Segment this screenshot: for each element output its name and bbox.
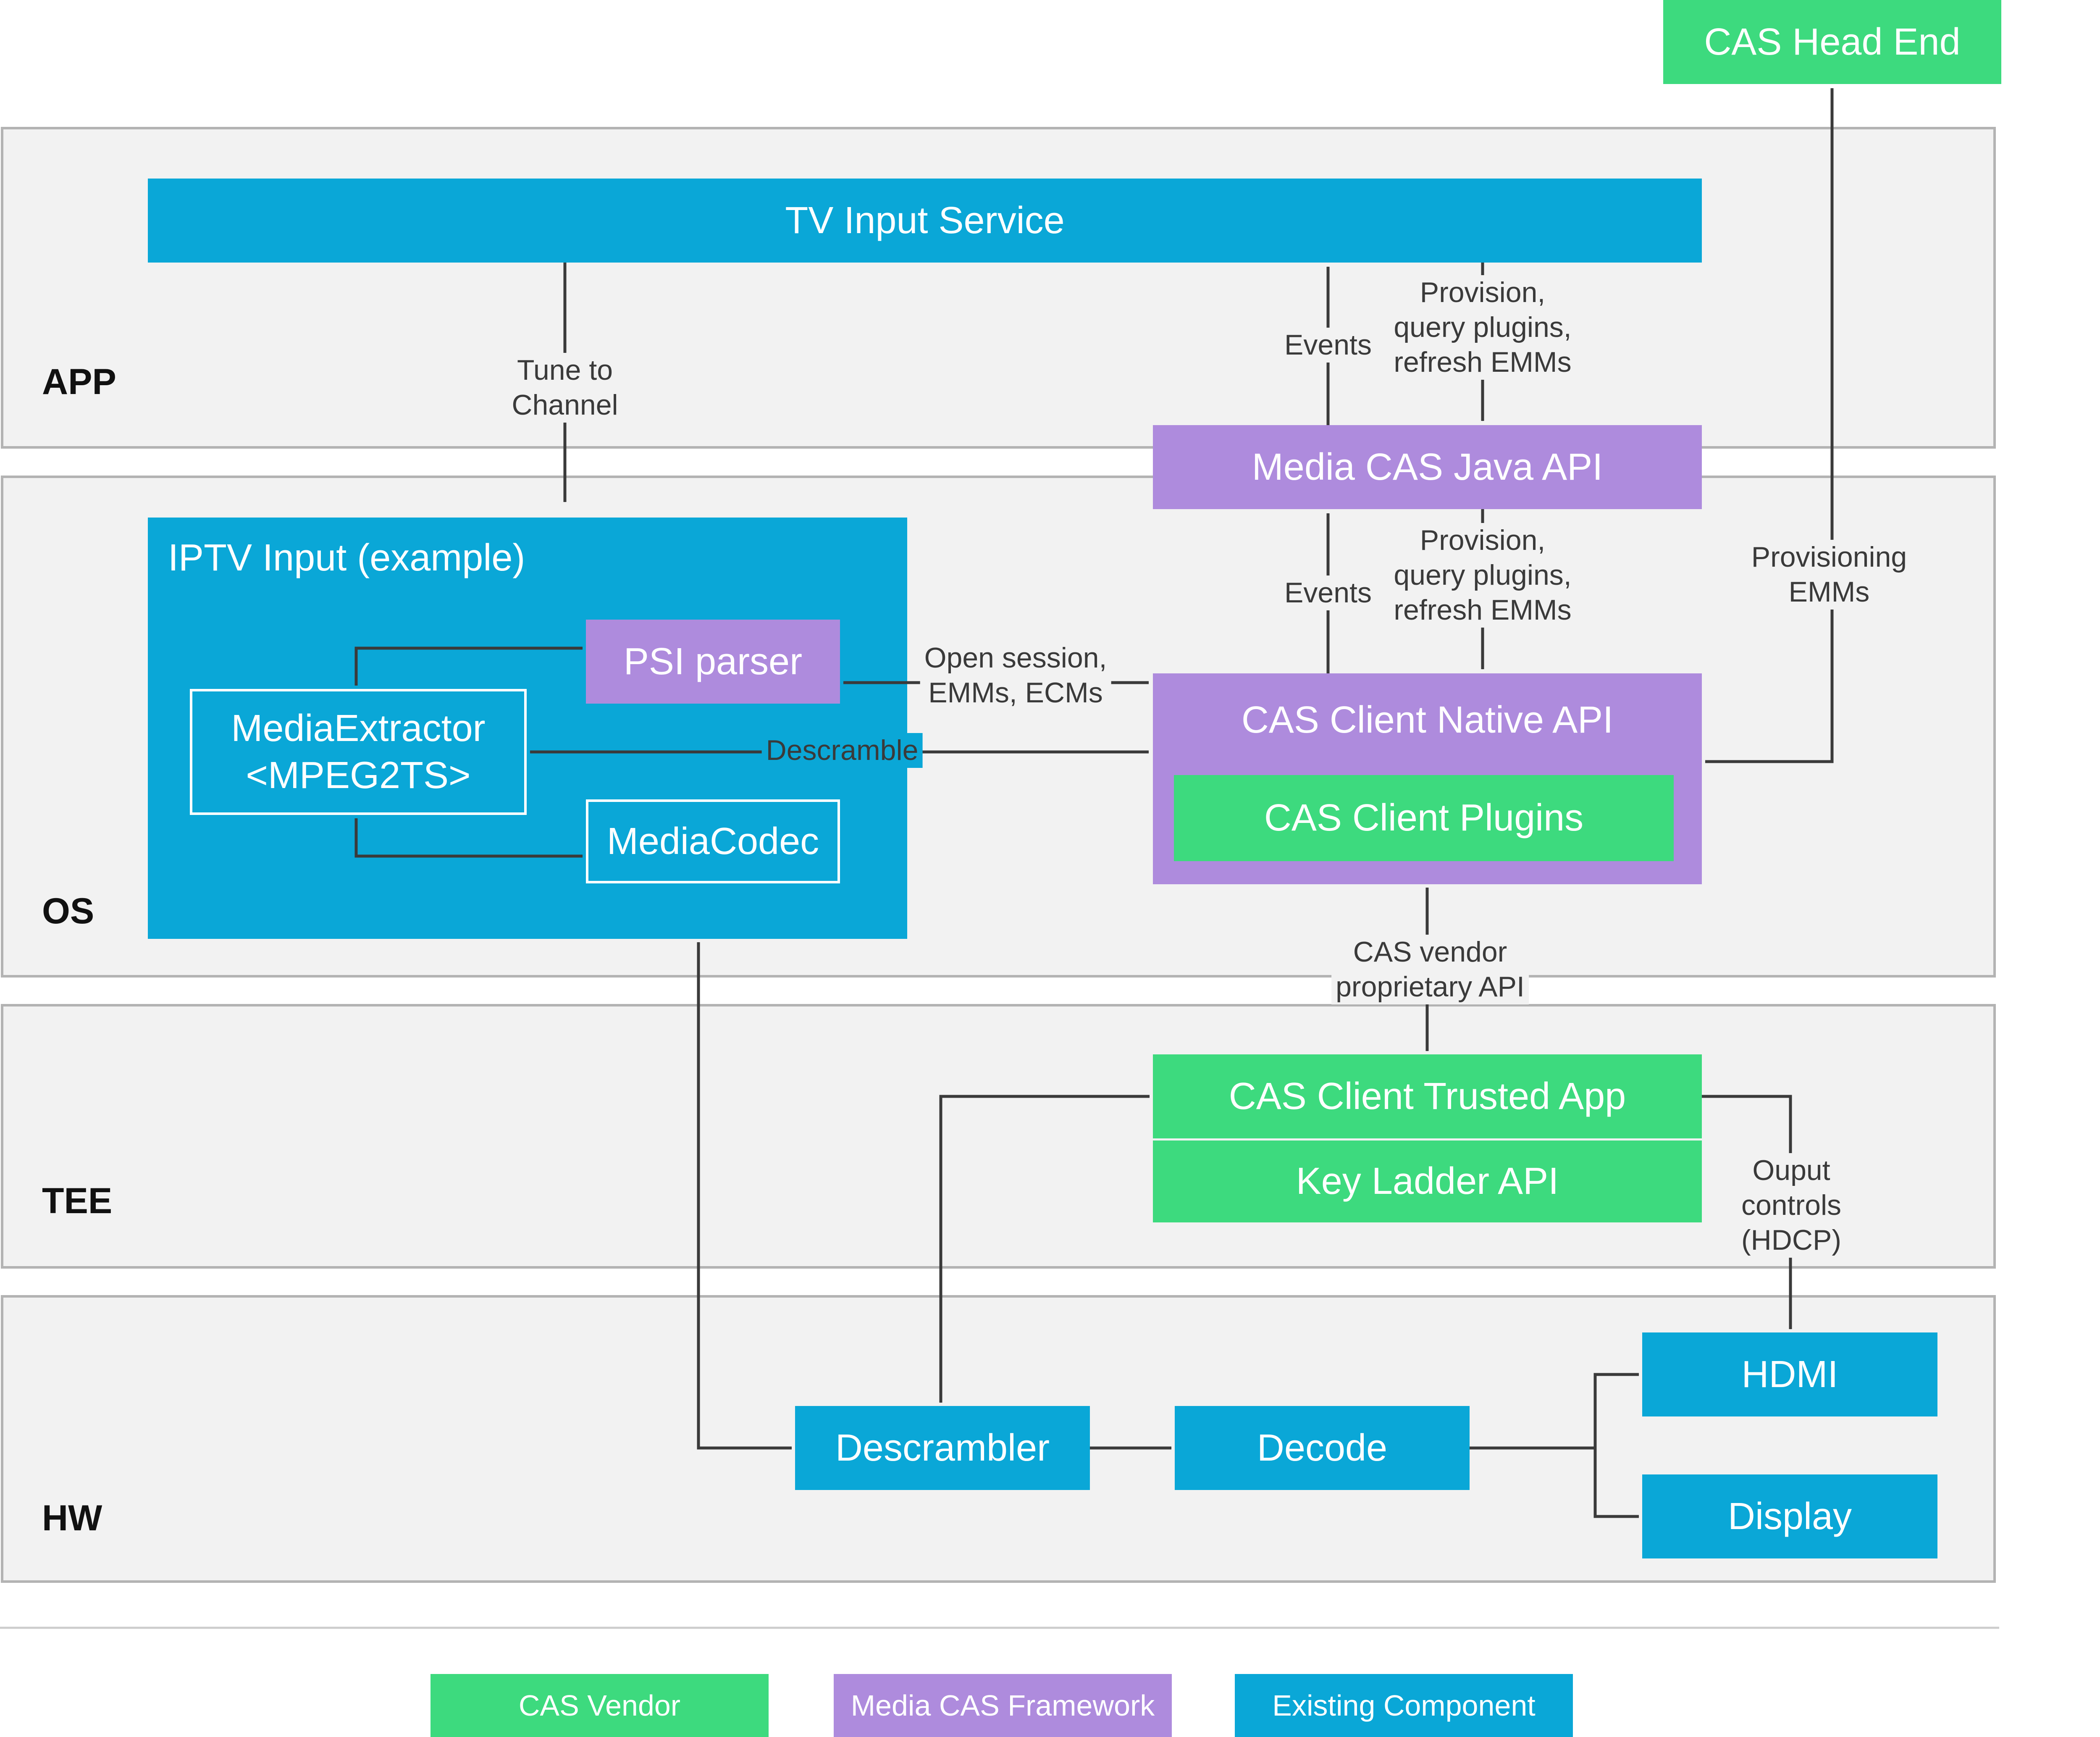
- open-session-label: Open session, EMMs, ECMs: [920, 641, 1111, 710]
- display-box: Display: [1642, 1474, 1937, 1558]
- descramble-label: Descramble: [766, 734, 919, 766]
- iptv-descrambler-arrow: [697, 942, 792, 1450]
- tv-input-service-box: TV Input Service: [148, 179, 1702, 263]
- extractor-codec-arrow: [354, 818, 583, 858]
- decode-box: Decode: [1175, 1406, 1470, 1490]
- provision-app-label: Provision, query plugins, refresh EMMs: [1389, 275, 1576, 380]
- output-controls-label: Ouput controls (HDCP): [1737, 1153, 1846, 1258]
- tune-to-channel-label: Tune to Channel: [507, 353, 622, 423]
- media-extractor-label: MediaExtractor <MPEG2TS>: [231, 707, 486, 797]
- tee-layer-label: TEE: [42, 1181, 113, 1221]
- descrambler-box: Descrambler: [795, 1406, 1090, 1490]
- descramble-label-inner: Descramble: [761, 733, 923, 768]
- provisioning-emms-arrow: [1705, 88, 1834, 763]
- events-os-label: Events: [1280, 575, 1376, 610]
- media-extractor-box: MediaExtractor <MPEG2TS>: [190, 689, 527, 815]
- cas-head-end-box: CAS Head End: [1663, 0, 2001, 84]
- cas-client-plugins-box: CAS Client Plugins: [1174, 775, 1674, 861]
- cas-vendor-api-label: CAS vendor proprietary API: [1331, 935, 1529, 1004]
- iptv-input-box: IPTV Input (example): [148, 518, 907, 939]
- decode-hdmi-arrow: [1470, 1373, 1639, 1450]
- legend-media-cas-framework: Media CAS Framework: [834, 1674, 1172, 1737]
- psi-parser-box: PSI parser: [586, 620, 840, 704]
- trusted-app-descrambler-arrow: [939, 1095, 1150, 1403]
- events-app-label: Events: [1280, 328, 1376, 363]
- provision-os-label: Provision, query plugins, refresh EMMs: [1389, 523, 1576, 628]
- hw-layer-label: HW: [42, 1498, 102, 1538]
- media-cas-java-api-box: Media CAS Java API: [1153, 425, 1702, 509]
- provisioning-emms-label: Provisioning EMMs: [1747, 540, 1911, 610]
- extractor-psi-arrow: [354, 646, 583, 686]
- legend-existing-component: Existing Component: [1235, 1674, 1573, 1737]
- key-ladder-api-box: Key Ladder API: [1153, 1140, 1702, 1222]
- hdmi-box: HDMI: [1642, 1332, 1937, 1416]
- cas-client-native-api-title: CAS Client Native API: [1241, 699, 1614, 741]
- cas-client-trusted-app-box: CAS Client Trusted App: [1153, 1054, 1702, 1138]
- os-layer-label: OS: [42, 891, 94, 931]
- app-layer-label: APP: [42, 362, 116, 402]
- iptv-input-title: IPTV Input (example): [168, 537, 525, 579]
- media-codec-box: MediaCodec: [586, 799, 840, 883]
- legend-cas-vendor: CAS Vendor: [430, 1674, 769, 1737]
- decode-display-arrow: [1593, 1448, 1639, 1518]
